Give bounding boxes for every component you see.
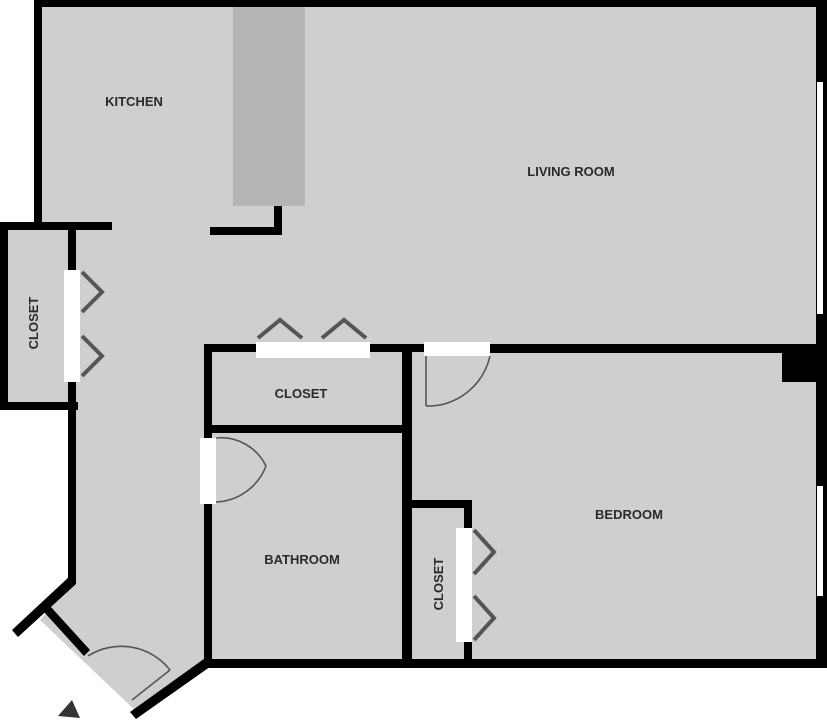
room-label-kitchen: KITCHEN [105, 94, 163, 109]
wall-hall-diagonal [12, 576, 76, 637]
bifold-entry-closet-bottom [80, 334, 105, 378]
entry-closet-floor [2, 228, 76, 406]
wall-hallcloset-top-left [204, 344, 258, 352]
window-bedroom [817, 486, 823, 596]
wall-hallcloset-left [204, 344, 212, 440]
opening-bedroom [424, 342, 490, 356]
windows [817, 82, 823, 596]
bifold-hall-closet-right [320, 317, 368, 340]
room-label-bedroom: BEDROOM [595, 507, 663, 522]
wall-bedroom-closet-right-bottom [464, 640, 472, 664]
wall-hall-left [68, 406, 76, 584]
window-living-room [817, 82, 823, 314]
door-openings [64, 270, 490, 642]
wall-bath-right [402, 344, 412, 668]
room-label-closet-hall: CLOSET [275, 386, 328, 401]
kitchen-counter [233, 4, 305, 206]
wall-bottom [204, 659, 827, 668]
wall-entry-left-jamb [44, 606, 90, 656]
wall-entry-closet-left [0, 222, 8, 410]
wall-entry-closet-right-top [68, 228, 76, 272]
wall-entry-closet-right-bottom [68, 380, 76, 410]
door-leaf-entry [131, 669, 171, 701]
wall-kitchen-bottom-left [0, 222, 112, 230]
door-swing-bathroom [215, 436, 267, 503]
wall-bedroom-closet-top [408, 500, 472, 508]
bifold-hall-closet-left [256, 317, 304, 340]
bifold-bedroom-closet-top [472, 528, 497, 576]
wall-right [816, 0, 827, 668]
bathroom-floor [210, 432, 408, 664]
wall-kitchen-bottom-mid [210, 227, 282, 235]
room-label-bathroom: BATHROOM [264, 552, 340, 567]
entry-arrow-icon [58, 700, 80, 718]
wall-bedroom-closet-right-top [464, 500, 472, 530]
door-swing-entry [87, 645, 171, 671]
wall-entry-closet-bottom [0, 402, 78, 410]
door-swing-bedroom [425, 355, 491, 407]
room-label-closet-entry: CLOSET [26, 297, 41, 350]
bedroom-floor [408, 348, 822, 664]
opening-bedroom-closet [456, 528, 472, 642]
opening-hall-closet [256, 342, 370, 358]
bedroom-column [782, 344, 822, 382]
wall-kitchen-stub [274, 206, 282, 234]
swing-doors [87, 355, 491, 701]
hall-closet-floor [210, 348, 408, 432]
wall-top [34, 0, 827, 7]
wall-hallcloset-top-right [368, 344, 426, 352]
hallway-floor [40, 228, 210, 715]
wall-entry-bottom [130, 656, 214, 719]
bifold-entry-closet-top [80, 270, 105, 314]
room-labels: KITCHEN LIVING ROOM CLOSET CLOSET BATHRO… [26, 94, 663, 610]
room-label-closet-bedroom: CLOSET [431, 558, 446, 611]
bifold-doors [80, 270, 497, 642]
wall-bath-left [204, 502, 212, 668]
wall-bedroom-top [488, 344, 822, 353]
opening-bathroom [200, 438, 216, 504]
opening-entry-closet [64, 270, 80, 382]
bifold-bedroom-closet-bottom [472, 594, 497, 642]
wall-hallcloset-bottom [210, 425, 408, 433]
wall-left-upper [34, 0, 42, 228]
room-label-living-room: LIVING ROOM [527, 164, 614, 179]
